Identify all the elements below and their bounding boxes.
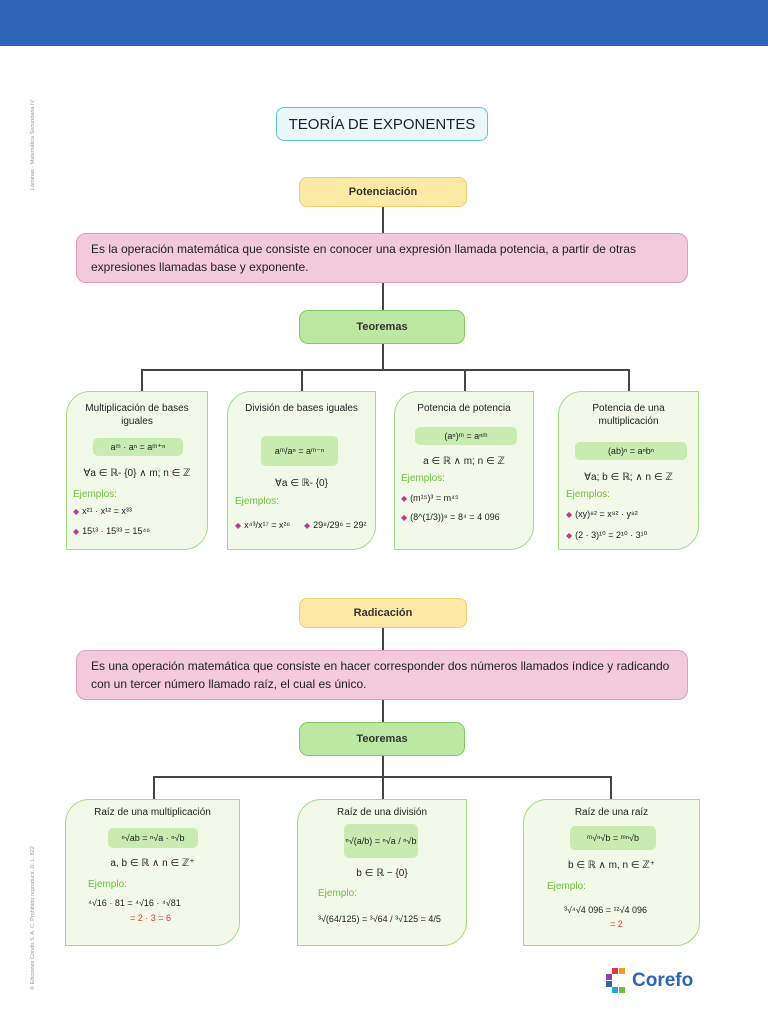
- examples-label: Ejemplos:: [73, 489, 117, 500]
- condition: ∀a; b ∈ ℝ; ∧ n ∈ ℤ: [584, 472, 673, 483]
- bullet-icon: ◆: [304, 521, 311, 530]
- condition: ∀a ∈ ℝ- {0}: [275, 478, 328, 489]
- bullet-icon: ◆: [566, 531, 573, 540]
- examples-label: Ejemplos:: [235, 496, 279, 507]
- formula: (ab)ⁿ = aⁿbⁿ: [575, 442, 687, 460]
- card-potencia-potencia: Potencia de potencia (aⁿ)ᵐ = aⁿᵐ a ∈ ℝ ∧…: [394, 391, 534, 550]
- connector: [153, 776, 155, 799]
- formula: aᵐ · aⁿ = aᵐ⁺ⁿ: [93, 438, 183, 456]
- example-1: ◆x²¹ · x¹² = x³³: [73, 506, 132, 516]
- connector: [141, 369, 143, 391]
- formula: (aⁿ)ᵐ = aⁿᵐ: [415, 427, 517, 445]
- connector: [382, 207, 384, 233]
- examples-label: Ejemplos:: [401, 473, 445, 484]
- formula: aᵐ/aⁿ = aᵐ⁻ⁿ: [261, 436, 338, 466]
- corefo-logo: Corefo: [606, 968, 693, 994]
- corefo-logo-icon: [606, 968, 625, 993]
- card-title: Potencia de una multiplicación: [592, 403, 665, 427]
- potenciacion-label: Potenciación: [299, 177, 467, 207]
- formula: ᵐ√ⁿ√b = ᵐⁿ√b: [570, 826, 656, 850]
- example-2: ◆15¹³ · 15³³ = 15⁴⁶: [73, 526, 151, 536]
- example-1: ⁴√16 · 81 = ⁴√16 · ⁴√81: [88, 898, 181, 908]
- card-title: Raíz de una división: [336, 807, 428, 818]
- bullet-icon: ◆: [235, 521, 242, 530]
- card-title: Raíz de una raíz: [574, 807, 649, 818]
- formula: ⁿ√(a/b) = ⁿ√a / ⁿ√b: [344, 824, 418, 858]
- example-2: = 2 · 3 = 6: [130, 913, 172, 923]
- example-2: ◆(8^(1/3))⁸ = 8⁴ = 4 096: [401, 512, 500, 522]
- examples-label: Ejemplos:: [566, 489, 610, 500]
- card-title: División de bases iguales: [245, 403, 358, 414]
- card-division-bases: División de bases iguales aᵐ/aⁿ = aᵐ⁻ⁿ ∀…: [227, 391, 376, 550]
- side-caption-top: Láminas - Matemática Secundaria IV: [30, 99, 36, 190]
- bullet-icon: ◆: [401, 494, 408, 503]
- card-title: Multiplicación de bases iguales: [85, 403, 189, 427]
- formula: ⁿ√ab = ⁿ√a · ⁿ√b: [108, 828, 198, 848]
- bullet-icon: ◆: [401, 513, 408, 522]
- card-potencia-multiplicacion: Potencia de una multiplicación (ab)ⁿ = a…: [558, 391, 699, 550]
- logo-text: Corefo: [632, 970, 694, 991]
- connector: [628, 369, 630, 391]
- connector: [464, 369, 466, 391]
- connector: [382, 776, 384, 799]
- bullet-icon: ◆: [566, 510, 573, 519]
- card-multiplicacion-bases: Multiplicación de bases iguales aᵐ · aⁿ …: [66, 391, 208, 550]
- condition: a ∈ ℝ ∧ m; n ∈ ℤ: [423, 456, 505, 467]
- example-1: ³√⁴√4 096 = ¹²√4 096: [564, 905, 647, 915]
- page-title: TEORÍA DE EXPONENTES: [276, 107, 488, 141]
- example-1: ³√(64/125) = ³√64 / ³√125 = 4/5: [318, 914, 441, 924]
- connector: [382, 283, 384, 310]
- card-raiz-multiplicacion: Raíz de una multiplicación ⁿ√ab = ⁿ√a · …: [65, 799, 240, 946]
- card-title: Potencia de potencia: [417, 403, 511, 414]
- radicacion-label: Radicación: [299, 598, 467, 628]
- connector: [382, 756, 384, 777]
- side-caption-bottom: © Ediciones Corefo S. A. C. Prohibido re…: [30, 846, 36, 990]
- top-bar: [0, 0, 768, 46]
- examples-label: Ejemplo:: [88, 879, 127, 890]
- example-2: ◆29⁸/29⁶ = 29²: [304, 520, 367, 530]
- card-raiz-division: Raíz de una división ⁿ√(a/b) = ⁿ√a / ⁿ√b…: [297, 799, 467, 946]
- radicacion-teoremas: Teoremas: [299, 722, 465, 756]
- connector: [301, 369, 303, 391]
- condition: b ∈ ℝ − {0}: [356, 868, 408, 879]
- potenciacion-teoremas: Teoremas: [299, 310, 465, 344]
- example-1: ◆(m¹⁵)³ = m⁴⁵: [401, 493, 459, 503]
- example-1: ◆(xy)⁸² = x⁸² · y⁸²: [566, 509, 638, 519]
- card-raiz-raiz: Raíz de una raíz ᵐ√ⁿ√b = ᵐⁿ√b b ∈ ℝ ∧ m,…: [523, 799, 700, 946]
- example-2: ◆(2 · 3)¹⁰ = 2¹⁰ · 3¹⁰: [566, 530, 648, 540]
- connector: [382, 344, 384, 369]
- examples-label: Ejemplo:: [547, 881, 586, 892]
- connector: [610, 776, 612, 799]
- radicacion-definition: Es una operación matemática que consiste…: [76, 650, 688, 700]
- condition: ∀a ∈ ℝ- {0} ∧ m; n ∈ ℤ: [83, 468, 191, 479]
- condition: b ∈ ℝ ∧ m, n ∈ ℤ⁺: [567, 860, 656, 871]
- connector: [382, 700, 384, 722]
- potenciacion-definition: Es la operación matemática que consiste …: [76, 233, 688, 283]
- bullet-icon: ◆: [73, 507, 80, 516]
- card-title: Raíz de una multiplicación: [94, 807, 211, 818]
- connector-horizontal: [141, 369, 629, 371]
- bullet-icon: ◆: [73, 527, 80, 536]
- connector: [382, 628, 384, 650]
- example-1: ◆x⁴³/x¹⁷ = x²⁶: [235, 520, 291, 530]
- example-2: = 2: [610, 919, 623, 929]
- condition: a, b ∈ ℝ ∧ n ∈ ℤ⁺: [110, 858, 195, 869]
- examples-label: Ejemplo:: [318, 888, 357, 899]
